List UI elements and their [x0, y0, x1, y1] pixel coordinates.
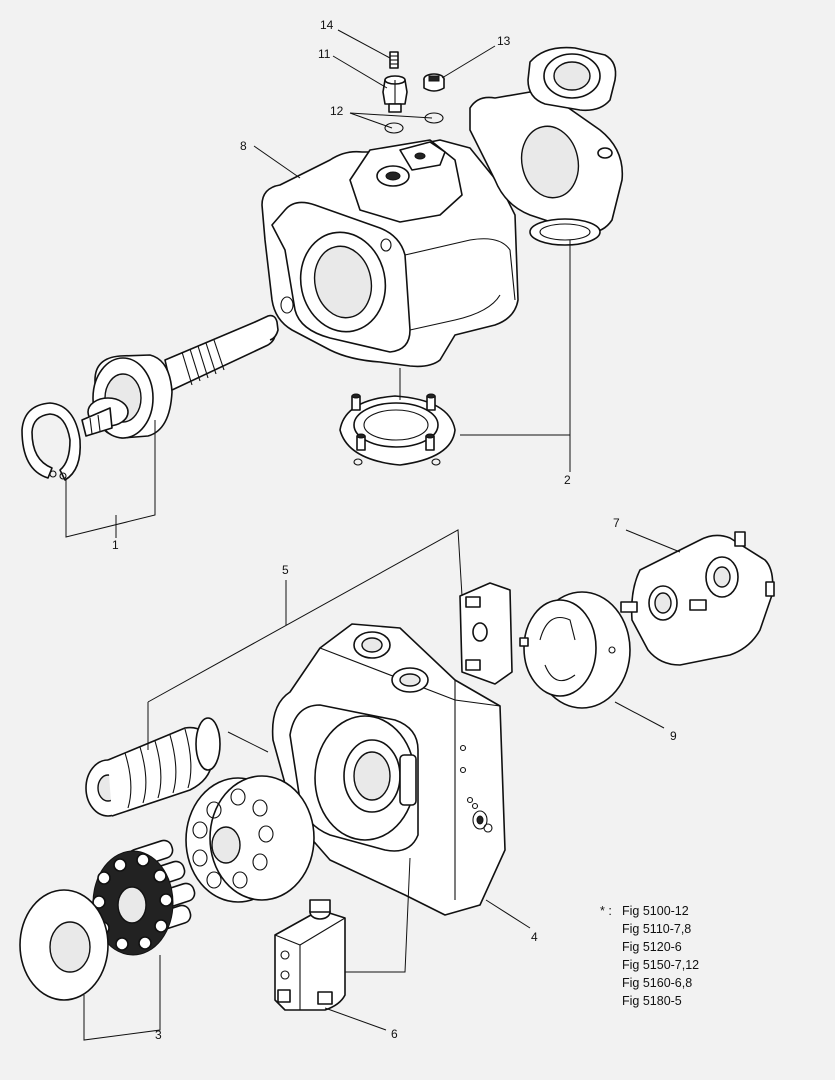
figure-reference-list: * : Fig 5100-12 Fig 5110-7,8 Fig 5120-6 …: [600, 902, 699, 1010]
grease-nipple-part-14: [389, 51, 399, 69]
callout-11: 11: [318, 47, 331, 61]
reference-item: Fig 5180-5: [622, 994, 682, 1008]
reference-row: Fig 5120-6: [600, 938, 699, 956]
reference-row: * : Fig 5100-12: [600, 902, 699, 920]
callout-labels: 14 11 13 12 8 1 2 5 7 9 4 3 6: [112, 18, 677, 1042]
reference-row: Fig 5180-5: [600, 992, 699, 1010]
reference-item: Fig 5150-7,12: [622, 958, 700, 972]
reference-marker: * :: [600, 904, 612, 918]
callout-13: 13: [497, 34, 511, 48]
bearing-and-circlip-part-1: [21, 354, 173, 481]
reference-row: Fig 5150-7,12: [600, 956, 699, 974]
reference-item: Fig 5110-7,8: [622, 922, 692, 936]
pistons-and-retainer-part-3: [92, 839, 196, 956]
leader-lines: [65, 29, 681, 1041]
reference-row: Fig 5110-7,8: [600, 920, 699, 938]
bearing-plate-part-2: [339, 393, 456, 466]
callout-3: 3: [155, 1028, 162, 1042]
callout-4: 4: [531, 930, 538, 944]
callout-9: 9: [670, 729, 677, 743]
control-block-part-6: [274, 899, 346, 1011]
callout-2: 2: [564, 473, 571, 487]
callout-1: 1: [112, 538, 119, 552]
spring-piston-part-5: [85, 717, 221, 817]
plug-part-13: [423, 73, 445, 92]
callout-5: 5: [282, 563, 289, 577]
callout-7: 7: [613, 516, 620, 530]
control-bracket: [459, 582, 513, 685]
callout-6: 6: [391, 1027, 398, 1041]
callout-12: 12: [330, 104, 344, 118]
pump-housing-part-8: [261, 139, 519, 368]
swash-plate-disc: [19, 889, 109, 1001]
reference-item: Fig 5100-12: [622, 904, 689, 918]
drive-shaft: [164, 314, 279, 391]
pump-casing-part-4: [271, 623, 506, 916]
valve-plate-part-9: [519, 591, 631, 709]
cylinder-block: [185, 775, 315, 903]
reference-item: Fig 5160-6,8: [622, 976, 693, 990]
reference-item: Fig 5120-6: [622, 940, 682, 954]
hex-fitting-part-11: [382, 75, 408, 113]
callout-14: 14: [320, 18, 334, 32]
end-cover-part-7: [620, 531, 775, 666]
callout-8: 8: [240, 139, 247, 153]
reference-row: Fig 5160-6,8: [600, 974, 699, 992]
bearing-cap-assembly: [469, 46, 624, 246]
